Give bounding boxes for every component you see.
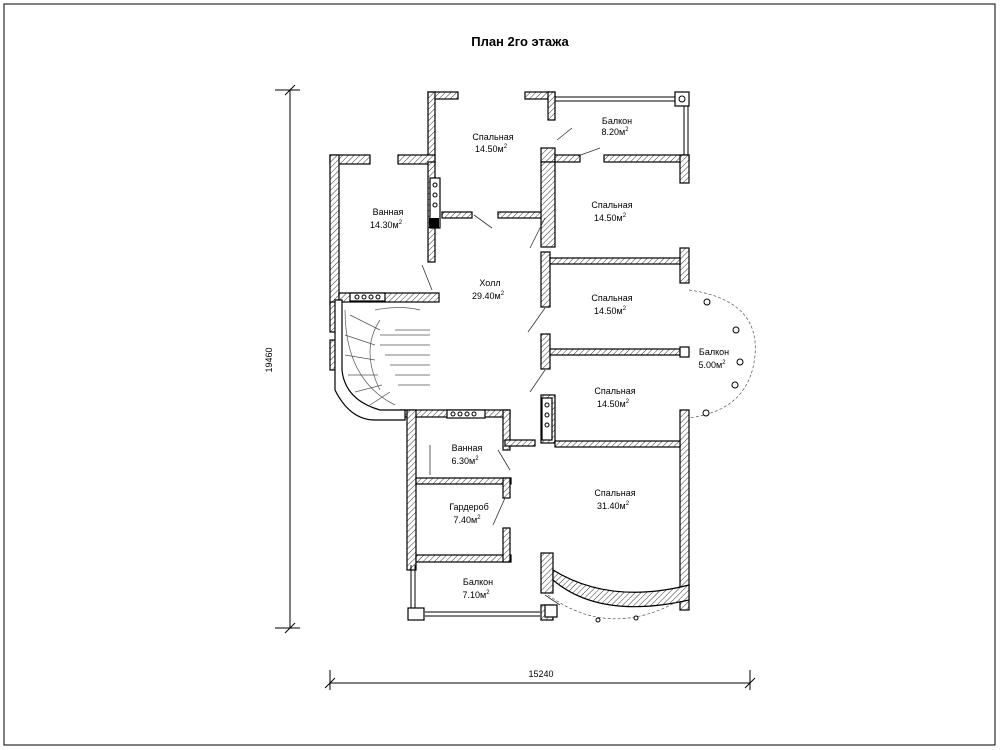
room-wardrobe: Гардероб 7.40м2 <box>449 502 489 525</box>
bedroom-curve <box>544 568 690 623</box>
room-area: 6.30м2 <box>451 456 479 466</box>
room-bedroom-5: Спальная 31.40м2 <box>594 488 635 511</box>
width-dimension-label: 15240 <box>528 669 553 679</box>
room-area: 14.50м2 <box>475 144 508 154</box>
horizontal-dimension: 15240 <box>324 669 756 690</box>
vertical-dimension: 19460 <box>264 84 300 634</box>
room-area: 31.40м2 <box>597 501 630 511</box>
fixtures <box>349 177 553 441</box>
room-area: 14.50м2 <box>597 399 630 409</box>
room-name: Балкон <box>602 116 632 126</box>
room-hall: Холл 29.40м2 <box>472 278 505 301</box>
balcony-right <box>679 289 756 419</box>
staircase <box>334 299 430 421</box>
room-name: Спальная <box>594 488 635 498</box>
balcony-bottom <box>407 565 540 621</box>
room-bedroom-2: Спальная 14.50м2 <box>591 200 632 223</box>
room-area: 8.20м2 <box>601 127 629 137</box>
page-frame <box>3 3 996 746</box>
room-name: Ванная <box>373 207 404 217</box>
room-labels: Спальная 14.50м2 Балкон 8.20м2 Ванная 14… <box>370 116 729 600</box>
door-swings <box>421 127 601 606</box>
room-bedroom-1: Спальная 14.50м2 <box>472 132 513 154</box>
room-bathroom-2: Ванная 6.30м2 <box>451 443 482 466</box>
room-balcony-3: Балкон 7.10м2 <box>462 577 493 600</box>
room-bedroom-3: Спальная 14.50м2 <box>591 293 632 316</box>
plan-title: План 2го этажа <box>471 34 569 49</box>
room-name: Балкон <box>463 577 493 587</box>
room-bathroom-1: Ванная 14.30м2 <box>370 207 404 230</box>
height-dimension-label: 19460 <box>264 347 274 372</box>
room-name: Холл <box>479 278 500 288</box>
balcony-top <box>555 91 690 155</box>
walls <box>329 91 690 621</box>
room-bedroom-4: Спальная 14.50м2 <box>594 386 635 409</box>
room-balcony-1: Балкон 8.20м2 <box>601 116 632 137</box>
room-name: Спальная <box>594 386 635 396</box>
room-area: 14.30м2 <box>370 220 403 230</box>
room-name: Спальная <box>472 132 513 142</box>
room-area: 14.50м2 <box>594 306 627 316</box>
room-balcony-2: Балкон 5.00м2 <box>698 347 729 370</box>
room-name: Гардероб <box>449 502 489 512</box>
room-name: Балкон <box>699 347 729 357</box>
room-name: Ванная <box>452 443 483 453</box>
room-area: 7.40м2 <box>453 515 481 525</box>
room-name: Спальная <box>591 200 632 210</box>
room-area: 14.50м2 <box>594 213 627 223</box>
room-area: 5.00м2 <box>698 360 726 370</box>
room-area: 29.40м2 <box>472 291 505 301</box>
room-area: 7.10м2 <box>462 590 490 600</box>
room-name: Спальная <box>591 293 632 303</box>
